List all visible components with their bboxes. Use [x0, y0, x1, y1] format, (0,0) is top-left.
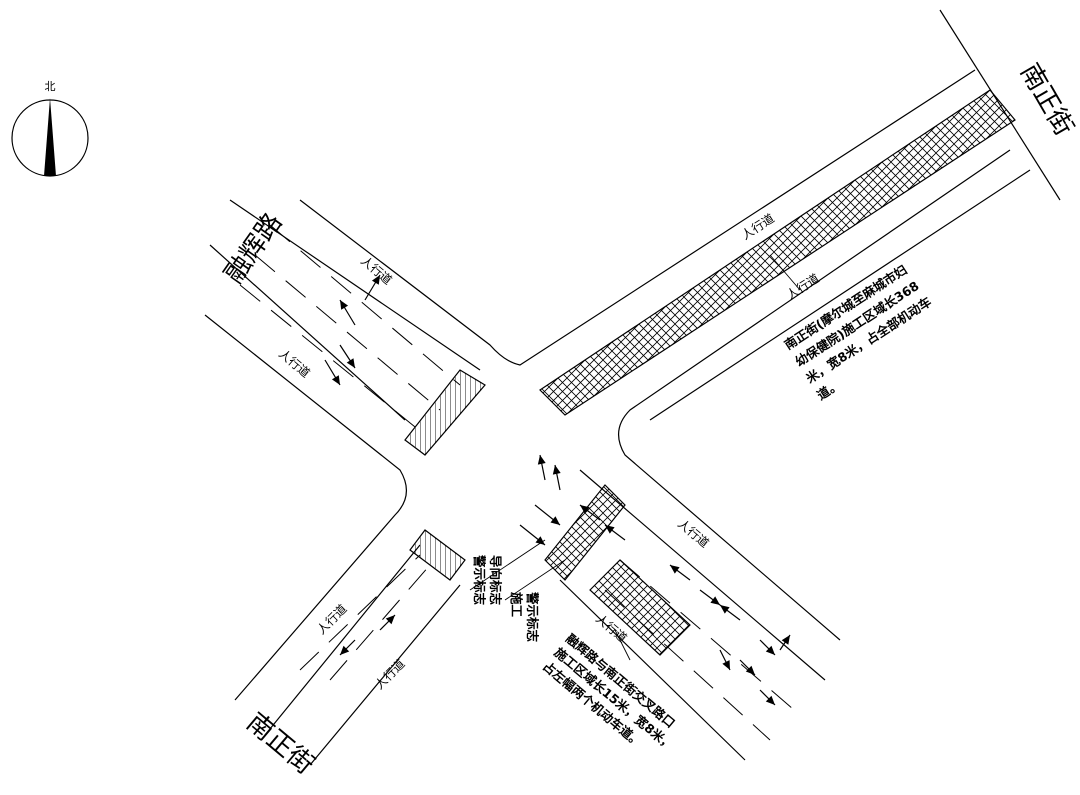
nanzheng-construction-zone	[539, 89, 1016, 416]
leader-line	[614, 629, 631, 661]
lane-dash	[329, 564, 431, 681]
ronghui-west-edge	[209, 244, 406, 421]
ne-sidewalk-edge	[649, 169, 1031, 421]
road-name-nanzheng-south: 南正街	[241, 707, 320, 780]
note-intersection-zone: 融辉路与南正街交叉路口 施工区域长15米，宽8米， 占左幅两个机动车道。	[540, 631, 678, 754]
nw-outer-edge	[229, 199, 481, 371]
arrow-head-icon	[537, 455, 546, 465]
leader-line	[504, 559, 566, 601]
arrow-head-icon	[670, 565, 680, 574]
north-label: 北	[45, 80, 56, 93]
sidewalk-label: 人行道	[314, 602, 349, 637]
sw-inner-edge	[204, 314, 407, 701]
direction-arrows	[324, 274, 791, 706]
lane-dash	[299, 554, 421, 671]
arrow-head-icon	[385, 615, 395, 625]
leader-lines	[469, 254, 801, 661]
south-crosswalk	[409, 529, 466, 581]
arrow-head-icon	[765, 645, 775, 655]
lane-dash	[269, 224, 461, 386]
arrow-head-icon	[605, 525, 615, 534]
note-barrier-b: 施工 警示标志	[509, 591, 540, 643]
note-line: 导向标志	[488, 555, 503, 606]
arrow-head-icon	[720, 605, 730, 614]
lane-markings	[239, 224, 801, 741]
lane-dash	[254, 254, 441, 411]
arrow-head-icon	[340, 645, 350, 655]
lane-dash	[604, 589, 771, 741]
road-name-nanzheng-north: 南正街	[1014, 59, 1079, 142]
arrow-head-icon	[340, 300, 349, 310]
arrow-head-icon	[765, 695, 775, 705]
road-edges	[204, 9, 1061, 766]
arrow-head-icon	[331, 375, 340, 385]
nw-inner-edge	[299, 69, 976, 366]
ronghui-crosswalk	[404, 369, 486, 456]
sw-sidewalk-edge	[309, 584, 461, 766]
construction-zones	[404, 89, 1016, 656]
se-inner-edge	[559, 579, 746, 761]
arrow-head-icon	[535, 536, 545, 545]
note-line: 施工	[509, 592, 524, 618]
arrow-head-icon	[722, 660, 730, 670]
lane-dash	[239, 284, 426, 436]
sidewalk-label: 人行道	[675, 517, 712, 551]
leader-line	[469, 539, 546, 591]
note-line: 警示标志	[472, 554, 487, 606]
sidewalk-label: 人行道	[372, 657, 407, 692]
note-line: 施工区域长15米，宽8米，	[552, 645, 677, 754]
arrow-head-icon	[346, 358, 355, 368]
arrow-head-icon	[710, 596, 720, 605]
arrow-head-icon	[550, 516, 560, 525]
note-barrier-a: 警示标志 导向标志	[472, 554, 503, 606]
north-compass: 北	[11, 80, 89, 177]
sidewalk-label: 人行道	[784, 271, 822, 302]
arrow-head-icon	[745, 665, 755, 675]
arrow-head-icon	[371, 275, 380, 285]
road-name-ronghui: 融辉路	[219, 208, 288, 289]
north-arrow-icon	[44, 98, 56, 176]
intersection-construction-zone	[589, 559, 691, 656]
sw-lane-edge	[264, 544, 421, 736]
arrow-head-icon	[781, 635, 790, 645]
arrow-head-icon	[552, 465, 561, 475]
leader-line	[769, 254, 801, 291]
arrow-head-icon	[580, 505, 590, 514]
note-line: 警示标志	[525, 591, 540, 643]
ne-inner-edge	[618, 149, 1011, 641]
